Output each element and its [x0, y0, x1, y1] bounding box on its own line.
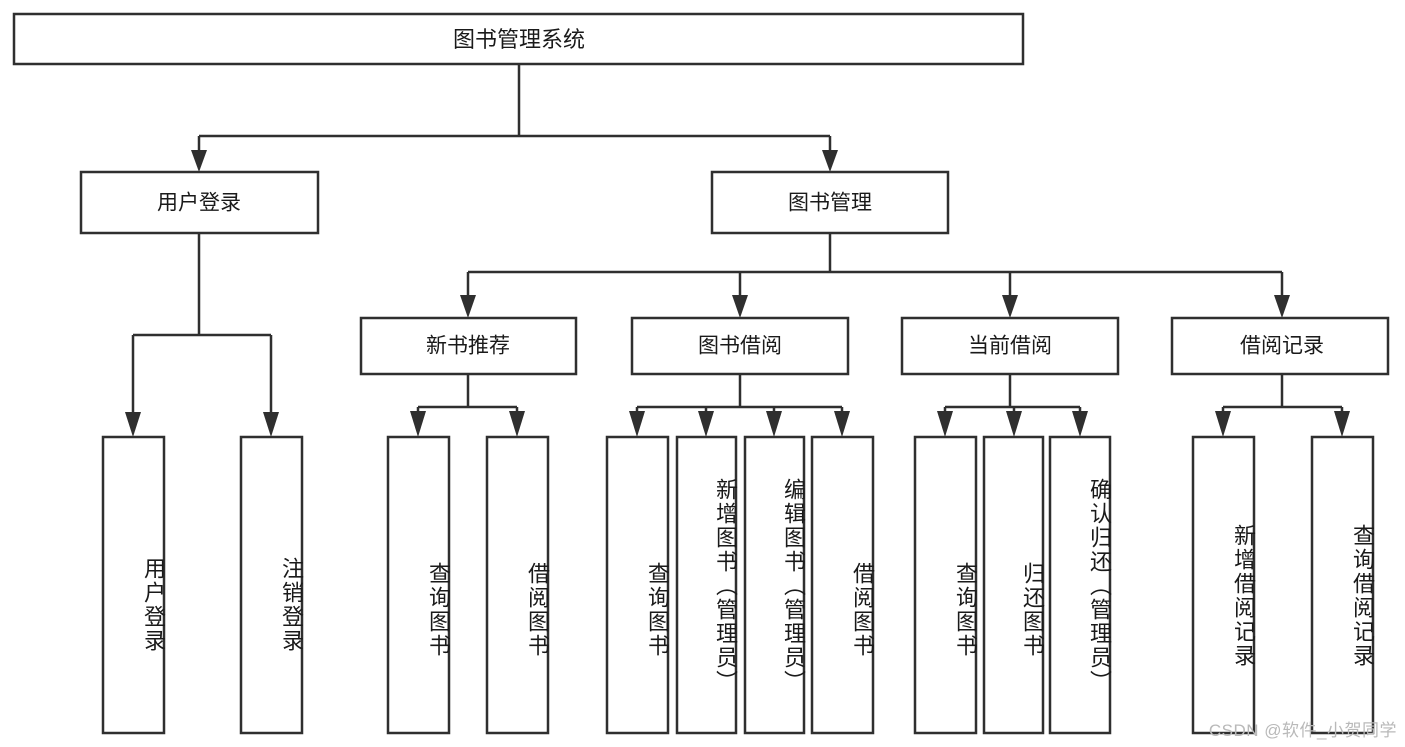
arrowhead-borrow-record	[1274, 295, 1290, 318]
node-leaf-logout[interactable]	[239, 435, 304, 735]
node-leaf-add-book[interactable]	[675, 435, 738, 735]
arrowhead-leaf-borrow-book-1	[509, 411, 525, 437]
node-new-book-recommend-label: 新书推荐	[426, 335, 510, 358]
node-borrow-record-label: 借阅记录	[1240, 335, 1324, 358]
node-user-login-label: 用户登录	[157, 192, 241, 215]
node-leaf-confirm-return[interactable]	[1048, 435, 1112, 735]
arrowhead-new-book	[460, 295, 476, 318]
arrowhead-leaf-add-book	[698, 411, 714, 437]
watermark: CSDN @软件_小贺同学	[1208, 721, 1397, 740]
node-leaf-query-book-3[interactable]	[913, 435, 978, 735]
arrowhead-leaf-query-record	[1334, 411, 1350, 437]
arrowhead-leaf-query-book-3	[937, 411, 953, 437]
arrowhead-leaf-logout	[263, 412, 279, 437]
node-user-login[interactable]	[79, 170, 320, 235]
arrowhead-leaf-query-book-1	[410, 411, 426, 437]
node-leaf-query-book-2[interactable]	[605, 435, 670, 735]
node-leaf-edit-book[interactable]	[743, 435, 806, 735]
node-root-label: 图书管理系统	[453, 27, 585, 52]
arrowhead-current-borrow	[1002, 295, 1018, 318]
arrowhead-leaf-borrow-book-2	[834, 411, 850, 437]
node-leaf-query-record[interactable]	[1310, 435, 1375, 735]
arrowhead-leaf-add-record	[1215, 411, 1231, 437]
node-root[interactable]	[12, 12, 1025, 66]
arrowhead-leaf-edit-book	[766, 411, 782, 437]
node-book-manage[interactable]	[710, 170, 950, 235]
node-leaf-query-book-1[interactable]	[386, 435, 451, 735]
arrowhead-book-borrow	[732, 295, 748, 318]
node-book-manage-label: 图书管理	[788, 192, 872, 215]
node-book-borrow[interactable]	[630, 316, 850, 376]
node-borrow-record[interactable]	[1170, 316, 1390, 376]
node-leaf-borrow-book-2[interactable]	[810, 435, 875, 735]
connector-layer	[125, 64, 1350, 437]
node-book-borrow-label: 图书借阅	[698, 335, 782, 358]
node-layer: 图书管理系统 用户登录 图书管理 新书推荐 图书借阅 当前借阅 借阅记录	[12, 12, 1390, 735]
arrowhead-leaf-query-book-2	[629, 411, 645, 437]
node-leaf-return-book[interactable]	[982, 435, 1045, 735]
arrowhead-book-manage	[822, 150, 838, 172]
arrowhead-leaf-confirm-return	[1072, 411, 1088, 437]
arrowhead-leaf-user-login	[125, 412, 141, 437]
node-new-book-recommend[interactable]	[359, 316, 578, 376]
node-current-borrow[interactable]	[900, 316, 1120, 376]
arrowhead-leaf-return-book	[1006, 411, 1022, 437]
node-current-borrow-label: 当前借阅	[968, 335, 1052, 358]
node-leaf-borrow-book-1[interactable]	[485, 435, 550, 735]
node-leaf-add-record[interactable]	[1191, 435, 1256, 735]
arrowhead-user-login	[191, 150, 207, 172]
node-leaf-user-login[interactable]	[101, 435, 166, 735]
